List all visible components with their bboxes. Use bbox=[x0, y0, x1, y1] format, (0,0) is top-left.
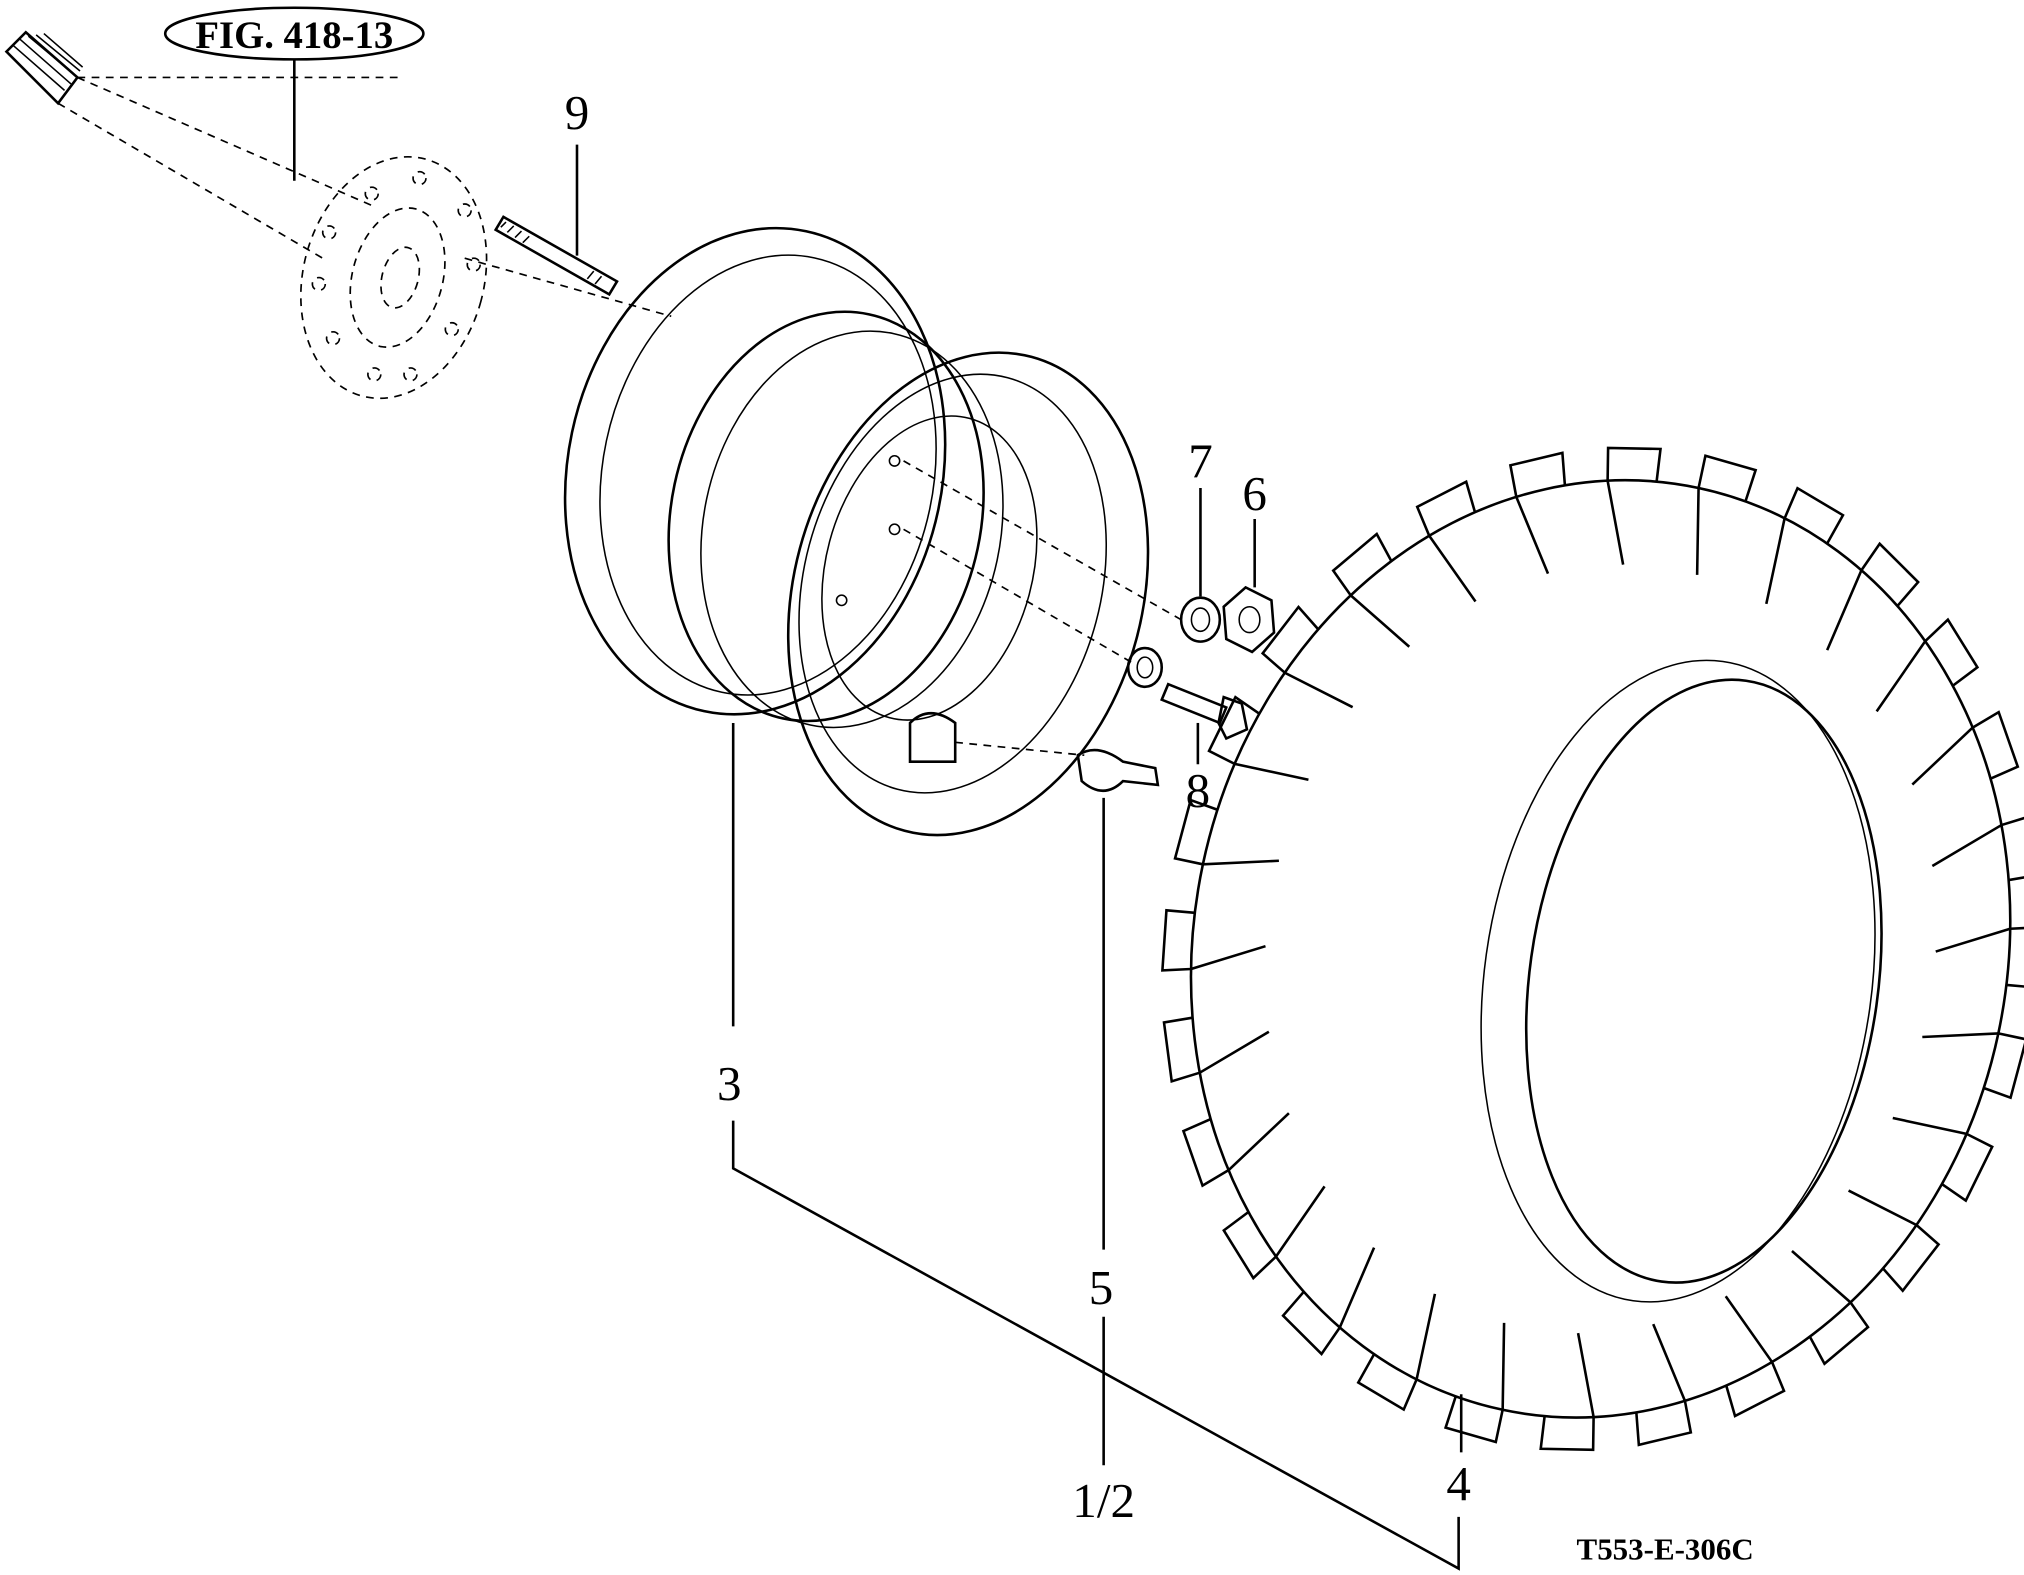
tread-lug bbox=[1606, 446, 1662, 565]
tire bbox=[1161, 446, 2024, 1452]
tread-lug bbox=[1892, 1116, 1994, 1203]
tread-lug bbox=[1765, 486, 1845, 605]
tread-lug bbox=[1207, 695, 1309, 781]
tread-lug bbox=[1911, 710, 2020, 786]
tread-lug bbox=[1181, 1112, 1290, 1188]
tread-lug bbox=[1331, 531, 1411, 648]
figure-reference-callout[interactable]: FIG. 418-13 bbox=[163, 6, 425, 181]
tire-valve bbox=[1076, 748, 1160, 793]
tread-lug bbox=[1635, 1323, 1693, 1447]
drawing-code: T553-E-306C bbox=[1577, 1532, 1754, 1567]
wheel-nut bbox=[1222, 585, 1276, 654]
tread-lug bbox=[1415, 479, 1477, 603]
figure-reference-label: FIG. 418-13 bbox=[195, 14, 393, 57]
tread-lug bbox=[1922, 1032, 2024, 1100]
callout-assembly[interactable]: 1/2 bbox=[1072, 1473, 1135, 1528]
callout-valve[interactable]: 5 bbox=[1089, 1260, 1114, 1315]
hub-flange bbox=[299, 155, 672, 400]
tread-lug bbox=[1173, 798, 1279, 866]
tread-lug bbox=[1356, 1293, 1437, 1412]
wheel-bolt bbox=[1160, 682, 1249, 741]
callout-rim[interactable]: 3 bbox=[717, 1056, 742, 1111]
tread-lug bbox=[1539, 1332, 1595, 1452]
callout-bolt[interactable]: 8 bbox=[1186, 763, 1211, 818]
axle-shaft bbox=[4, 30, 401, 259]
tread-lug bbox=[1825, 541, 1920, 651]
callout-nut[interactable]: 6 bbox=[1242, 466, 1267, 521]
wheel-stud bbox=[493, 215, 619, 297]
tire-tread bbox=[1161, 446, 2024, 1452]
tread-lug bbox=[1222, 1185, 1326, 1281]
tread-lug bbox=[1508, 451, 1567, 575]
lock-washer-lower bbox=[1126, 646, 1164, 689]
lock-washer-upper bbox=[1179, 596, 1222, 643]
leader-lines bbox=[575, 144, 1463, 1571]
callout-stud[interactable]: 9 bbox=[565, 85, 590, 140]
tread-lug bbox=[1443, 1322, 1506, 1444]
callout-washer[interactable]: 7 bbox=[1188, 434, 1213, 489]
tread-lug bbox=[1161, 908, 1266, 972]
tread-lug bbox=[1724, 1295, 1786, 1418]
tread-lug bbox=[1931, 816, 2024, 882]
tread-lug bbox=[1281, 1247, 1376, 1356]
wheel-rim bbox=[563, 226, 1182, 837]
tread-lug bbox=[1695, 454, 1758, 575]
tread-lug bbox=[1791, 1249, 1870, 1366]
tread-lug bbox=[1847, 1189, 1941, 1293]
tread-lug bbox=[1875, 617, 1980, 713]
callout-tire[interactable]: 4 bbox=[1446, 1456, 1471, 1511]
tread-lug bbox=[1935, 926, 2024, 988]
tread-lug bbox=[1162, 1016, 1270, 1084]
tread-lug bbox=[1260, 604, 1354, 709]
